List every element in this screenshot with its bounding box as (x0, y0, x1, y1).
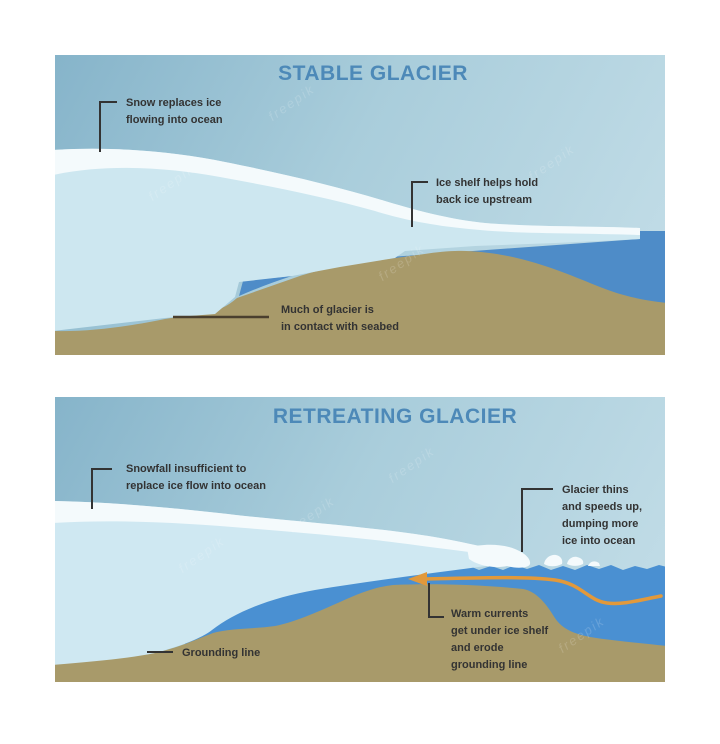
iceberg-chunk (567, 556, 584, 566)
callout-line-ice-shelf (411, 181, 428, 227)
label-line: Glacier thins (562, 484, 629, 496)
label-line: Snow replaces ice (126, 97, 222, 109)
label-line: flowing into ocean (126, 114, 223, 126)
glacier-snout (467, 544, 531, 568)
label-ice-shelf: Ice shelf helps hold back ice upstream (436, 175, 538, 209)
label-line: get under ice shelf (451, 625, 549, 637)
glacier-body (55, 148, 640, 331)
seabed-shape (55, 250, 665, 355)
callout-line-snow (99, 101, 117, 152)
stable-glacier-illustration (55, 101, 665, 355)
label-line: Warm currents (451, 608, 529, 620)
label-line: and speeds up, (562, 501, 643, 513)
retreating-glacier-illustration (55, 468, 665, 682)
callout-line-warm-currents (428, 583, 444, 618)
label-line: ice into ocean (562, 535, 636, 547)
label-seabed-contact: Much of glacier is in contact with seabe… (281, 302, 399, 336)
snow-band (55, 501, 493, 555)
label-line: Much of glacier is (281, 304, 374, 316)
iceberg-chunk (544, 554, 563, 567)
label-snow-replaces: Snow replaces ice flowing into ocean (126, 95, 223, 129)
snow-band (55, 148, 640, 235)
grounding-water-wedge (239, 276, 292, 296)
seabed-shape (55, 584, 665, 682)
label-snowfall-insufficient: Snowfall insufficient to replace ice flo… (126, 461, 266, 495)
label-grounding-line: Grounding line (182, 645, 260, 662)
label-warm-currents: Warm currents get under ice shelf and er… (451, 606, 548, 674)
label-line: Snowfall insufficient to (126, 463, 247, 475)
panel-title-retreating: RETREATING GLACIER (272, 405, 518, 428)
label-line: Ice shelf helps hold (436, 177, 539, 189)
label-glacier-thins: Glacier thins and speeds up, dumping mor… (562, 482, 642, 550)
label-line: grounding line (451, 659, 528, 671)
iceberg-chunk (588, 561, 600, 566)
warm-current-arrow-path (423, 575, 663, 606)
panel-retreating-glacier: freepik freepik freepik freepik RETREATI… (55, 397, 665, 682)
label-line: in contact with seabed (281, 321, 399, 333)
label-line: back ice upstream (436, 194, 532, 206)
glacier-body (55, 501, 500, 665)
label-line: dumping more (562, 518, 639, 530)
panel-stable-glacier: freepik freepik freepik freepik STABLE G… (55, 55, 665, 355)
label-line: Grounding line (182, 647, 261, 659)
callout-line-glacier-thins (521, 488, 553, 552)
label-line: and erode (451, 642, 504, 654)
warm-current-arrowhead (408, 572, 427, 586)
label-line: replace ice flow into ocean (126, 480, 266, 492)
panel-title-stable: STABLE GLACIER (278, 62, 468, 85)
callout-line-snowfall (91, 468, 112, 509)
